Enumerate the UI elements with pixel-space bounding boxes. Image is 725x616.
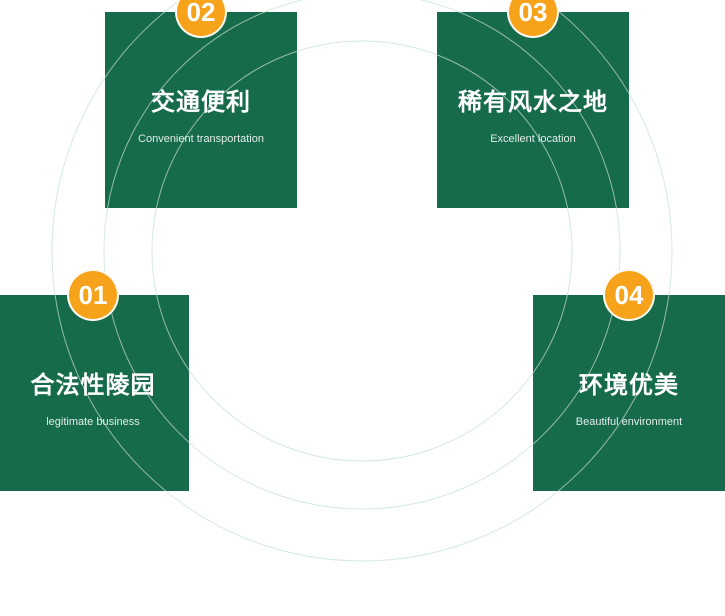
number-badge: 03: [507, 0, 559, 38]
card-subtitle-en: Beautiful environment: [575, 416, 683, 428]
number-badge: 02: [175, 0, 227, 38]
card-title-cn: 合法性陵园: [30, 372, 156, 399]
number-badge: 01: [67, 269, 119, 321]
feature-card-03: 03 稀有风水之地 Excellent location: [437, 0, 629, 208]
badge-number-label: 03: [518, 0, 548, 27]
card-subtitle-en: Excellent location: [490, 133, 576, 145]
card-subtitle-en: legitimate business: [46, 416, 140, 428]
number-badge: 04: [603, 269, 655, 321]
card-subtitle-en: Convenient transportation: [138, 133, 264, 145]
card-title-cn: 环境优美: [579, 372, 679, 399]
card-title-cn: 稀有风水之地: [458, 89, 608, 116]
badge-number-label: 04: [614, 279, 644, 310]
feature-card-02: 02 交通便利 Convenient transportation: [105, 0, 297, 208]
card-title-cn: 交通便利: [151, 89, 251, 116]
badge-number-label: 02: [186, 0, 216, 27]
feature-card-04: 04 环境优美 Beautiful environment: [533, 269, 725, 491]
feature-card-01: 01 合法性陵园 legitimate business: [0, 269, 189, 491]
badge-number-label: 01: [78, 279, 108, 310]
